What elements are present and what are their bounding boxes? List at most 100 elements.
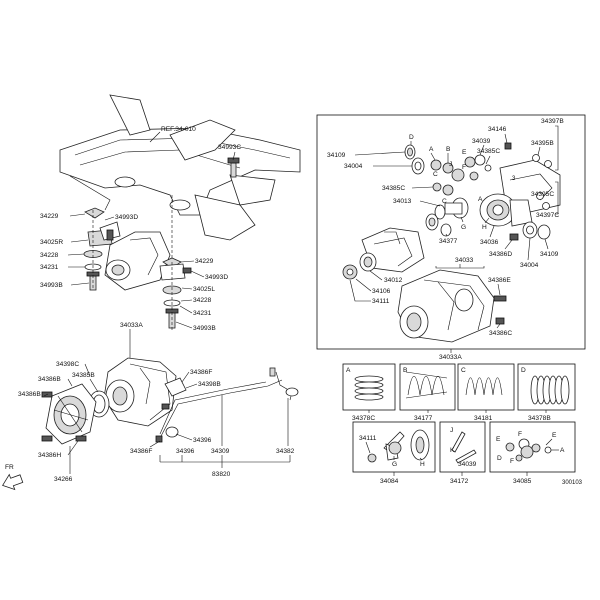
svg-text:3: 3 — [512, 176, 516, 182]
callout-34386E[interactable]: 34386E — [488, 277, 511, 284]
callout-A-b[interactable]: A — [478, 196, 483, 203]
kit-callout-G[interactable]: G — [392, 461, 397, 468]
callout-A-a[interactable]: A — [429, 146, 434, 153]
callout-34085[interactable]: 34085 — [513, 478, 532, 485]
callout-C-a[interactable]: C — [433, 171, 438, 178]
callout-D-a[interactable]: D — [409, 134, 414, 141]
callout-34146[interactable]: 34146 — [488, 126, 507, 133]
callout-34084[interactable]: 34084 — [380, 478, 399, 485]
callout-34111-b[interactable]: 34111 — [359, 435, 377, 442]
callout-34109-a[interactable]: 34109 — [327, 152, 346, 159]
callout-34033A-a[interactable]: 34033A — [120, 322, 143, 329]
callout-34033A-b[interactable]: 34033A — [439, 354, 462, 361]
callout-34398B[interactable]: 34398B — [198, 381, 221, 388]
callout-34172[interactable]: 34172 — [450, 478, 469, 485]
callout-34397C[interactable]: 34397C — [536, 212, 559, 219]
callout-34025L[interactable]: 34025L — [193, 286, 215, 293]
callout-34106[interactable]: 34106 — [372, 288, 391, 295]
kit-callout-F-1[interactable]: F — [518, 431, 522, 438]
callout-34386C[interactable]: 34386C — [489, 330, 512, 337]
fr-label[interactable]: FR — [5, 464, 14, 471]
callout-34228-a[interactable]: 34228 — [40, 252, 59, 259]
callout-34386D[interactable]: 34386D — [489, 251, 512, 258]
kit-callout-E[interactable]: E — [496, 436, 501, 443]
callout-34231-b[interactable]: 34231 — [193, 310, 212, 317]
callout-34993D-a[interactable]: 34993D — [115, 214, 138, 221]
rear-subframe — [59, 94, 301, 241]
callout-34386B-a[interactable]: 34386B — [38, 376, 61, 383]
callout-34377[interactable]: 34377 — [439, 238, 458, 245]
callout-34993D-b[interactable]: 34993D — [205, 274, 228, 281]
callout-G[interactable]: G — [461, 224, 466, 231]
callout-E-a[interactable]: E — [462, 149, 467, 156]
kit-callout-A[interactable]: A — [560, 447, 565, 454]
callout-34396-a[interactable]: 34396 — [193, 437, 212, 444]
callout-J[interactable]: J — [449, 161, 452, 168]
kit-label-d[interactable]: D — [521, 367, 526, 374]
callout-34177[interactable]: 34177 — [414, 415, 433, 422]
callout-34386F-b[interactable]: 34386F — [130, 448, 152, 455]
callout-H[interactable]: H — [482, 224, 487, 231]
callout-34386B-b[interactable]: 34386B — [18, 391, 41, 398]
differential-assembly-lower — [41, 357, 177, 445]
callout-34385B[interactable]: 34385B — [72, 372, 95, 379]
kit-box-d — [517, 363, 576, 411]
callout-83820[interactable]: 83820 — [212, 471, 231, 478]
callout-34036[interactable]: 34036 — [480, 239, 499, 246]
callout-C-b[interactable]: C — [442, 198, 447, 205]
kit-box-34084 — [352, 421, 436, 473]
kit-callout-K[interactable]: K — [450, 447, 455, 454]
callout-34382[interactable]: 34382 — [276, 448, 295, 455]
callout-34025R[interactable]: 34025R — [40, 239, 63, 246]
kit-callout-D[interactable]: D — [497, 455, 502, 462]
kit-label-c[interactable]: C — [461, 367, 466, 374]
callout-34396-b[interactable]: 34396 — [176, 448, 195, 455]
callout-34385C-a[interactable]: 34385C — [477, 148, 500, 155]
kit-callout-H[interactable]: H — [420, 461, 425, 468]
callout-34109-b[interactable]: 34109 — [540, 251, 559, 258]
callout-34397B[interactable]: 34397B — [541, 118, 564, 125]
kit-label-a[interactable]: A — [346, 367, 351, 374]
callout-34229-a[interactable]: 34229 — [40, 213, 59, 220]
callout-34395C[interactable]: 34395C — [531, 191, 554, 198]
callout-34012[interactable]: 34012 — [384, 277, 403, 284]
callout-34395B[interactable]: 34395B — [531, 140, 554, 147]
kit-callout-F-2[interactable]: F — [510, 458, 514, 465]
callout-B[interactable]: B — [446, 146, 451, 153]
callout-34378B[interactable]: 34378B — [528, 415, 551, 422]
ref-label[interactable]: REF.34-010 — [161, 126, 196, 133]
callout-34266[interactable]: 34266 — [54, 476, 73, 483]
differential-upper — [104, 195, 173, 291]
mount-stack-right-side — [83, 207, 121, 291]
callout-34993B-b[interactable]: 34993B — [193, 325, 216, 332]
callout-34033[interactable]: 34033 — [455, 257, 474, 264]
callout-34013[interactable]: 34013 — [393, 198, 412, 205]
kit-box-c — [457, 363, 515, 411]
callout-34039-a[interactable]: 34039 — [472, 138, 491, 145]
callout-34398C[interactable]: 34398C — [56, 361, 79, 368]
kit-callout-J[interactable]: J — [450, 427, 453, 434]
callout-F-a[interactable]: F — [462, 164, 466, 171]
callout-34386H[interactable]: 34386H — [38, 452, 61, 459]
kit-box-34085 — [489, 421, 576, 473]
callout-34309[interactable]: 34309 — [211, 448, 230, 455]
callout-34004-a[interactable]: 34004 — [344, 163, 363, 170]
callout-34229-b[interactable]: 34229 — [195, 258, 214, 265]
callout-34231-a[interactable]: 34231 — [40, 264, 59, 271]
callout-34385C-b[interactable]: 34385C — [382, 185, 405, 192]
callout-34111-a[interactable]: 34111 — [372, 298, 390, 305]
kit-label-b[interactable]: B — [403, 367, 408, 374]
callout-34181[interactable]: 34181 — [474, 415, 493, 422]
front-direction-arrow-icon — [2, 473, 24, 491]
callout-34228-b[interactable]: 34228 — [193, 297, 212, 304]
callout-34039-b[interactable]: 34039 — [458, 461, 477, 468]
callout-34004-b[interactable]: 34004 — [520, 262, 539, 269]
diagram-code: 300103 — [562, 480, 583, 486]
callout-34386F-a[interactable]: 34386F — [190, 369, 212, 376]
callout-34993B-a[interactable]: 34993B — [40, 282, 63, 289]
callout-34378C[interactable]: 34378C — [352, 415, 375, 422]
callout-34993C[interactable]: 34993C — [218, 144, 241, 151]
kit-callout-E-2[interactable]: E — [552, 432, 557, 439]
